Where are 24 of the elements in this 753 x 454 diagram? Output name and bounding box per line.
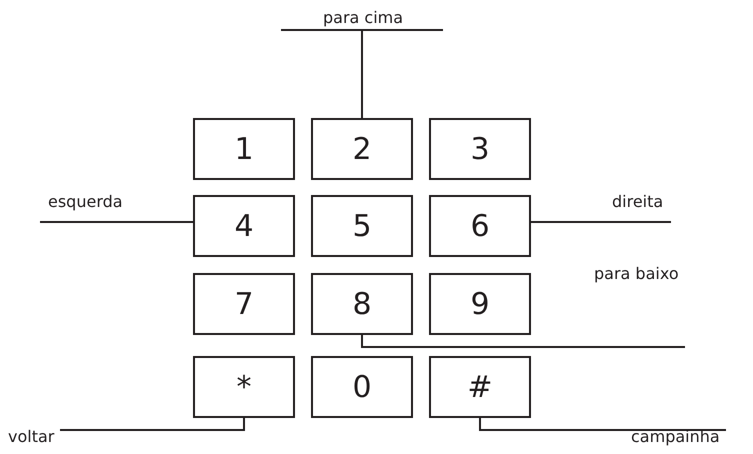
keypad-key: * [193, 356, 295, 418]
leader-line [479, 418, 726, 431]
keypad-key: 1 [193, 118, 295, 180]
keypad-key: # [429, 356, 531, 418]
keypad-key: 6 [429, 195, 531, 257]
callout-label: direita [612, 192, 664, 212]
keypad-key: 7 [193, 273, 295, 335]
keypad-key: 4 [193, 195, 295, 257]
leader-line [60, 418, 245, 431]
keypad-key: 2 [311, 118, 413, 180]
keypad-key: 0 [311, 356, 413, 418]
leader-line [40, 221, 193, 223]
callout-label: voltar [8, 427, 54, 447]
keypad-key: 3 [429, 118, 531, 180]
leader-line [531, 221, 671, 223]
callout-label: esquerda [48, 192, 123, 212]
leader-line [280, 29, 444, 119]
callout-label: campainha [631, 427, 720, 447]
keypad-key: 8 [311, 273, 413, 335]
callout-label: para cima [323, 8, 404, 28]
callout-label: para baixo [594, 264, 679, 284]
keypad-key: 9 [429, 273, 531, 335]
leader-line [361, 335, 685, 348]
keypad-key: 5 [311, 195, 413, 257]
